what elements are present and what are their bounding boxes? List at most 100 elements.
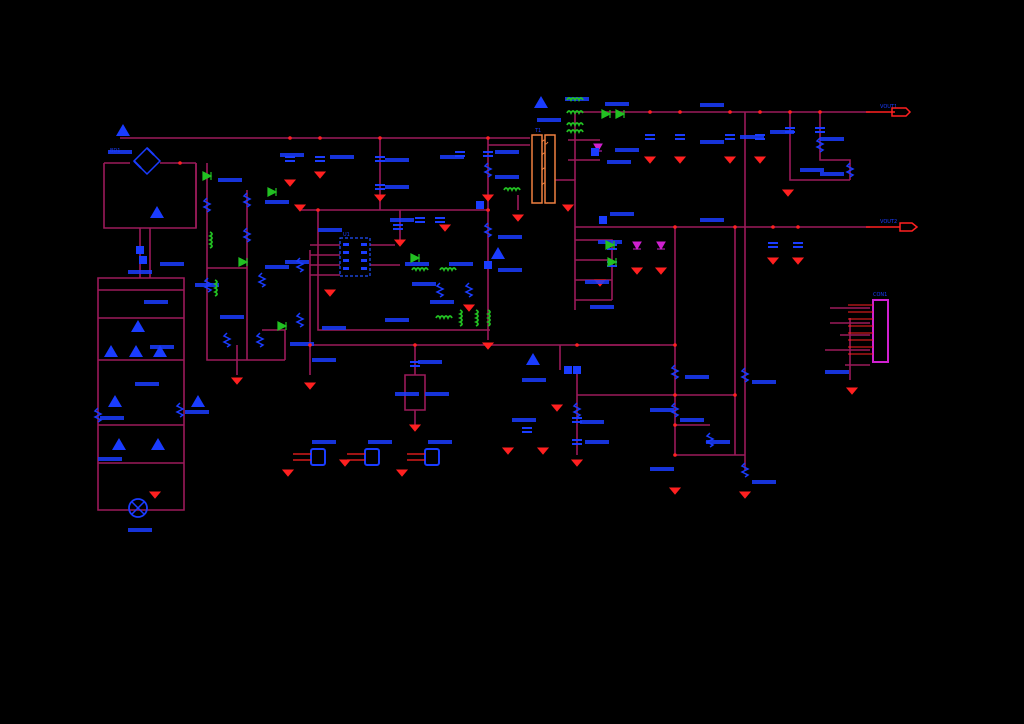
resistor-symbol	[255, 332, 265, 348]
optocoupler-symbol	[310, 448, 326, 466]
ground-icon	[501, 447, 515, 455]
component-label-mark	[565, 97, 589, 101]
component-label-mark	[449, 262, 473, 266]
ground-icon	[643, 156, 657, 164]
inductor-symbol	[485, 309, 491, 327]
component-label-mark	[752, 380, 776, 384]
junction-dot	[678, 110, 682, 114]
ground-icon	[283, 179, 297, 187]
output-label-2: VOUT2	[880, 219, 897, 225]
resistor-symbol	[202, 197, 212, 213]
capacitor-symbol	[793, 242, 803, 248]
transistor-symbol	[573, 366, 581, 374]
ground-icon	[511, 214, 525, 222]
resistor-symbol	[257, 272, 267, 288]
component-label-mark	[385, 185, 409, 189]
transistor-symbol	[591, 148, 599, 156]
diode-symbol	[632, 241, 642, 251]
component-label-mark	[585, 440, 609, 444]
junction-dot	[178, 161, 182, 165]
junction-dot	[316, 208, 320, 212]
ground-icon	[766, 257, 780, 265]
component-label-mark	[265, 200, 289, 204]
capacitor-symbol	[375, 184, 385, 190]
junction-dot	[318, 136, 322, 140]
ground-icon	[393, 239, 407, 247]
component-label-mark	[385, 158, 409, 162]
component-label-mark	[135, 382, 159, 386]
ground-icon	[373, 194, 387, 202]
ic-pin	[343, 267, 349, 270]
resistor-symbol	[483, 222, 493, 238]
component-label-mark	[800, 168, 824, 172]
component-label-mark	[615, 148, 639, 152]
capacitor-symbol	[522, 427, 532, 433]
junction-dot	[378, 136, 382, 140]
ground-icon	[338, 459, 352, 467]
resistor-symbol	[670, 402, 680, 418]
junction-dot	[796, 225, 800, 229]
component-label-mark	[495, 150, 519, 154]
transformer-label: T1	[534, 128, 541, 134]
diode-symbol	[601, 109, 612, 119]
ic-pin	[343, 243, 349, 246]
junction-dot	[728, 110, 732, 114]
component-label-mark	[390, 218, 414, 222]
component-label-mark	[312, 358, 336, 362]
component-label-mark	[580, 420, 604, 424]
component-label-mark	[265, 265, 289, 269]
test-point-icon	[491, 247, 505, 259]
optocoupler-pin	[293, 453, 311, 461]
ground-icon	[303, 382, 317, 390]
component-label-mark	[820, 137, 844, 141]
diode-symbol	[656, 241, 666, 251]
ground-icon	[293, 204, 307, 212]
transistor-symbol	[484, 261, 492, 269]
resistor-symbol	[435, 282, 445, 298]
capacitor-symbol	[815, 127, 825, 133]
capacitor-symbol	[725, 134, 735, 140]
junction-dot	[771, 225, 775, 229]
output-label-1: VOUT1	[880, 104, 897, 110]
junction-dot	[788, 110, 792, 114]
capacitor-symbol	[572, 439, 582, 445]
component-label-mark	[108, 150, 132, 154]
component-label-mark	[428, 440, 452, 444]
diode-symbol	[410, 253, 421, 263]
ground-icon	[536, 447, 550, 455]
ground-icon	[630, 267, 644, 275]
ground-icon	[323, 289, 337, 297]
ground-icon	[654, 267, 668, 275]
junction-dot	[486, 208, 490, 212]
resistor-symbol	[483, 162, 493, 178]
inductor-symbol	[207, 231, 213, 249]
ground-icon	[395, 469, 409, 477]
inductor-symbol	[503, 187, 521, 193]
component-label-mark	[590, 305, 614, 309]
component-label-mark	[330, 155, 354, 159]
component-label-mark	[700, 103, 724, 107]
ic-pin	[361, 243, 367, 246]
capacitor-symbol	[645, 134, 655, 140]
resistor-symbol	[175, 402, 185, 418]
diode-symbol	[267, 187, 278, 197]
test-point-icon	[151, 438, 165, 450]
inductor-symbol	[212, 279, 218, 297]
resistor-symbol	[93, 407, 103, 423]
component-label-mark	[430, 300, 454, 304]
ground-icon	[481, 194, 495, 202]
test-point-icon	[112, 438, 126, 450]
ground-icon	[561, 204, 575, 212]
junction-dot	[486, 136, 490, 140]
component-label-mark	[185, 410, 209, 414]
component-label-mark	[706, 440, 730, 444]
input-varistor	[128, 498, 148, 518]
junction-dot	[673, 453, 677, 457]
capacitor-symbol	[415, 217, 425, 223]
optocoupler-symbol	[364, 448, 380, 466]
component-label-mark	[425, 392, 449, 396]
diode-symbol	[607, 257, 618, 267]
optocoupler-pin	[407, 453, 425, 461]
component-label-mark	[740, 135, 764, 139]
